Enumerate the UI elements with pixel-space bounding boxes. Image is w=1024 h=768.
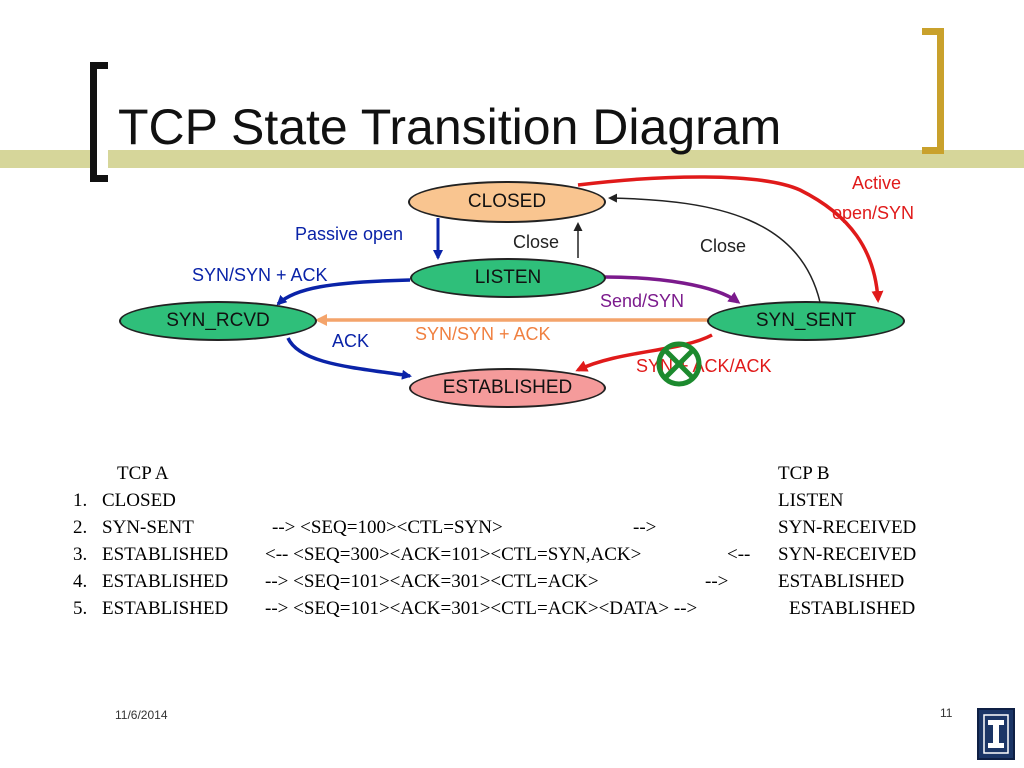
active-open-label-line2: open/SYN — [832, 203, 915, 223]
state-syn-sent-label: SYN_SENT — [755, 310, 857, 331]
university-logo — [977, 708, 1015, 760]
syn-ack-ack-arrow — [575, 333, 713, 372]
active-open-label-line1: Active — [852, 173, 902, 193]
state-syn-sent: SYN_SENT — [707, 301, 905, 341]
state-syn-rcvd: SYN_RCVD — [119, 301, 317, 341]
row-segment: --> <SEQ=101><ACK=301><CTL=ACK><DATA> --… — [265, 598, 698, 619]
listen-to-syn-rcvd-arrow — [276, 278, 411, 306]
close-syn-sent-label: Close — [700, 236, 747, 256]
close-listen-label: Close — [513, 232, 560, 252]
row-tcp-a-state: CLOSED — [102, 490, 176, 511]
accent-bar — [0, 150, 1024, 168]
slide-title: TCP State Transition Diagram — [118, 99, 782, 155]
row-tcp-a-state: ESTABLISHED — [102, 598, 229, 619]
row-tcp-a-state: SYN-SENT — [102, 517, 194, 538]
row-tcp-b-state: ESTABLISHED — [778, 571, 905, 592]
illinois-i-icon — [983, 714, 1009, 754]
row-number: 1. — [73, 490, 88, 511]
state-listen-label: LISTEN — [474, 267, 542, 288]
ack-label: ACK — [332, 331, 370, 351]
state-established: ESTABLISHED — [409, 368, 606, 408]
row-number: 2. — [73, 517, 88, 538]
state-closed: CLOSED — [408, 181, 606, 223]
row-direction: --> — [633, 517, 657, 538]
row-tcp-b-state: SYN-RECEIVED — [778, 517, 917, 538]
row-segment: --> <SEQ=100><CTL=SYN> — [272, 517, 503, 538]
row-number: 5. — [73, 598, 88, 619]
crossed-circle-icon — [656, 341, 702, 387]
send-syn-label: Send/SYN — [600, 291, 685, 311]
row-direction: --> — [705, 571, 729, 592]
row-tcp-b-state: ESTABLISHED — [789, 598, 916, 619]
state-closed-label: CLOSED — [467, 191, 547, 212]
title-left-bracket — [90, 62, 108, 182]
syn-syn-ack-listen-label: SYN/SYN + ACK — [192, 265, 328, 285]
title-right-bracket — [922, 28, 944, 154]
syn-syn-ack-cross-label: SYN/SYN + ACK — [415, 324, 551, 344]
row-segment: --> <SEQ=101><ACK=301><CTL=ACK> — [265, 571, 599, 592]
row-number: 3. — [73, 544, 88, 565]
state-established-label: ESTABLISHED — [442, 377, 573, 398]
row-tcp-b-state: LISTEN — [778, 490, 844, 511]
send-syn-arrow — [604, 275, 741, 304]
row-direction: <-- — [727, 544, 751, 565]
row-segment: <-- <SEQ=300><ACK=101><CTL=SYN,ACK> — [265, 544, 642, 565]
state-listen: LISTEN — [410, 258, 606, 298]
row-tcp-b-state: SYN-RECEIVED — [778, 544, 917, 565]
active-open-arrow — [577, 175, 884, 303]
row-tcp-a-state: ESTABLISHED — [102, 544, 229, 565]
close-syn-sent-arrow — [608, 193, 821, 303]
passive-open-label: Passive open — [295, 224, 404, 244]
table-header-tcp-b: TCP B — [778, 463, 830, 484]
state-syn-rcvd-label: SYN_RCVD — [166, 310, 270, 331]
page-number: 11 — [940, 706, 953, 720]
table-header-tcp-a: TCP A — [117, 463, 169, 484]
slide-date: 11/6/2014 — [115, 708, 168, 722]
row-tcp-a-state: ESTABLISHED — [102, 571, 229, 592]
row-number: 4. — [73, 571, 88, 592]
ack-arrow — [286, 337, 412, 380]
